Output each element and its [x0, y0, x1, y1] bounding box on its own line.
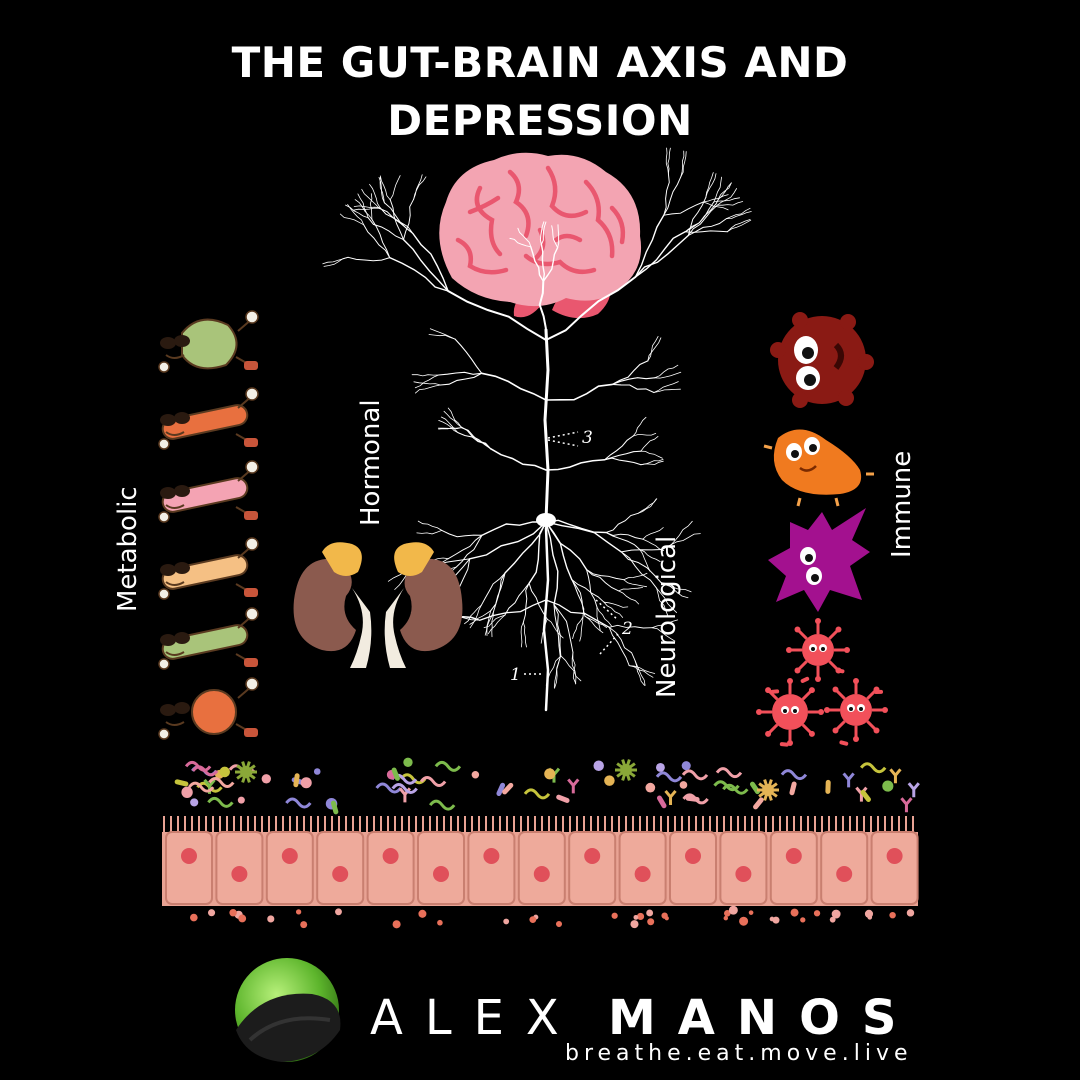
brand-name-first: ALEX [370, 990, 581, 1046]
epithelial-cell [669, 831, 717, 905]
epithelial-cell [870, 831, 919, 905]
brand-tagline: breathe.eat.move.live [565, 1041, 913, 1066]
epithelial-cell [568, 831, 617, 905]
orange-microbe [763, 429, 874, 507]
metabolic-character [158, 310, 259, 373]
epithelial-cell [467, 831, 516, 905]
title-line-2: DEPRESSION [387, 96, 693, 145]
purple-microbe [768, 508, 870, 612]
metabolic-character [158, 607, 259, 670]
neuron-label-3: 3 [582, 428, 593, 448]
epithelial-cell [769, 831, 818, 905]
metabolic-character [158, 460, 259, 523]
red-virus [786, 618, 850, 682]
metabolic-character [158, 387, 259, 450]
epithelial-cell [265, 831, 314, 905]
neuron-label-1: 1 [510, 665, 521, 685]
title-line-1: THE GUT-BRAIN AXIS AND [231, 38, 849, 87]
red-virus [756, 678, 824, 746]
epithelial-cell [165, 831, 213, 905]
right-kidney [384, 542, 463, 668]
metabolic-character [158, 677, 259, 740]
epithelial-cell [366, 831, 415, 905]
metabolic-character [158, 537, 259, 600]
brand-name-last: MANOS [608, 990, 919, 1046]
left-kidney [293, 542, 372, 668]
red-virus [824, 678, 888, 742]
neuron-label-2: 2 [621, 619, 633, 639]
dark-red-microbe [770, 312, 874, 408]
